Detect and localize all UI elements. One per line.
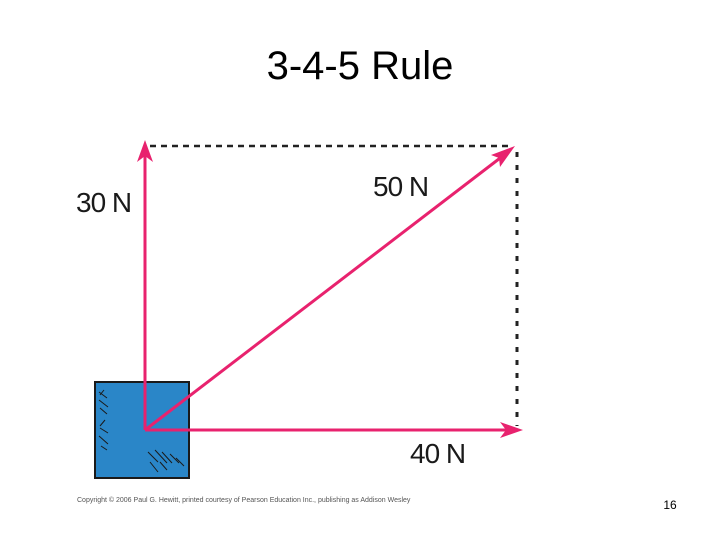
block-hatching (98, 389, 185, 473)
resultant-force-label: 50 N (373, 171, 428, 202)
vertical-force-label: 30 N (76, 187, 131, 218)
copyright-notice: Copyright © 2006 Paul G. Hewitt, printed… (77, 497, 411, 504)
vertical-arrowhead (137, 140, 153, 162)
resultant-force-arrow (144, 150, 509, 432)
resultant-arrowhead (491, 146, 515, 167)
page-number: 16 (663, 498, 677, 512)
horizontal-arrowhead (500, 422, 523, 438)
slide-title: 3-4-5 Rule (266, 44, 454, 88)
horizontal-force-label: 40 N (410, 438, 465, 469)
